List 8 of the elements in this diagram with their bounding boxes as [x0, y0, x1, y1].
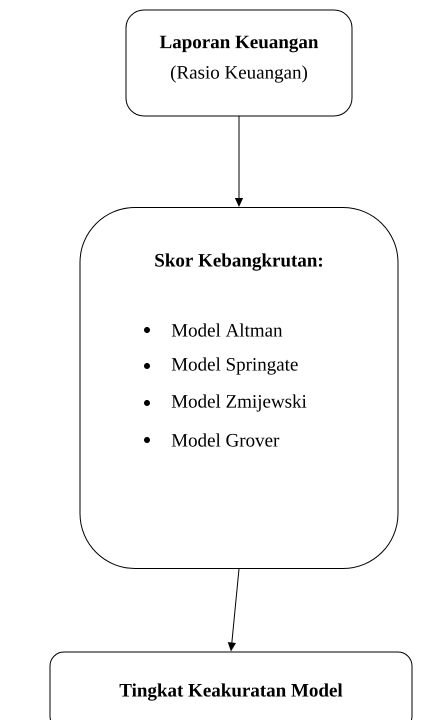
list-item: Model Grover [172, 433, 280, 447]
body-text: (Rasio Keuangan) [170, 65, 308, 83]
heading: Skor Kebangkrutan: [155, 253, 322, 271]
list-item: Model Springate [172, 357, 298, 375]
list-item: Model Altman [172, 323, 282, 337]
list-item: Model Zmijewski [172, 394, 306, 412]
heading: Tingkat Keakuratan Model [120, 683, 342, 701]
heading: Laporan Keuangan [160, 36, 318, 52]
